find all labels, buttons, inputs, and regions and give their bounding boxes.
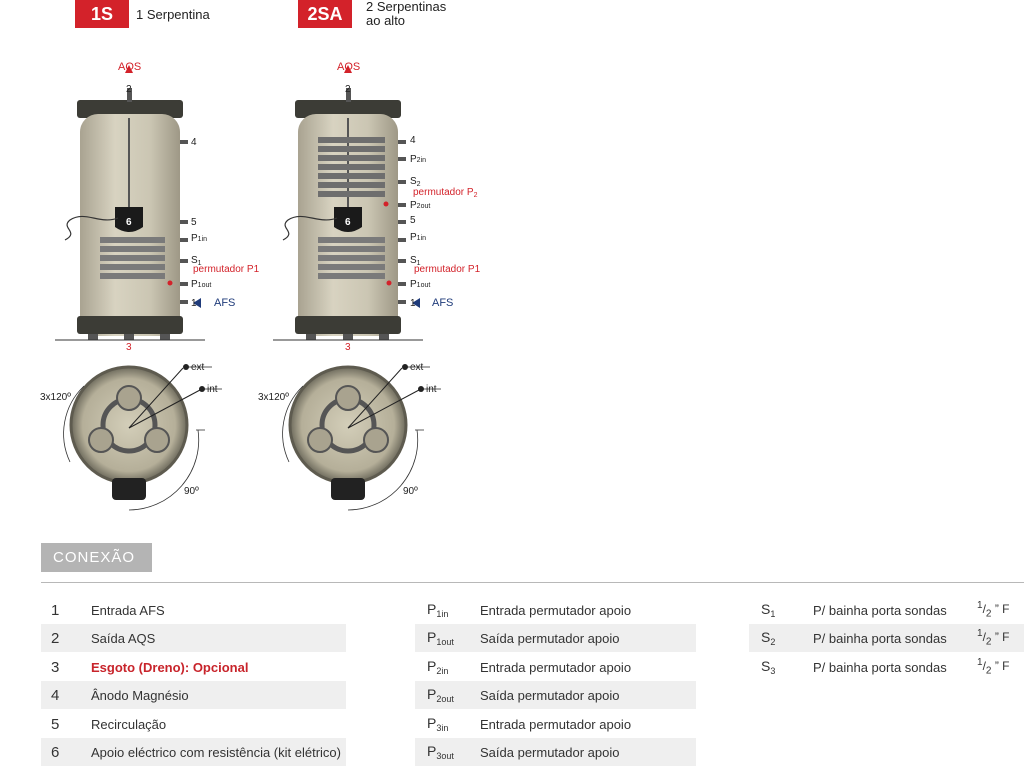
label-p2out-2sa: P2out: [410, 200, 430, 211]
row-label: Saída permutador apoio: [480, 630, 620, 646]
row-label: Saída AQS: [91, 630, 156, 646]
label-int-1s: int: [207, 384, 218, 395]
label-permutador-p1-1s: permutador P1: [193, 264, 260, 275]
table-row: S3 P/ bainha porta sondas 1/2 ” F: [749, 653, 1024, 681]
label-ext-1s: ext: [191, 362, 205, 373]
label-5-1s: 5: [191, 217, 197, 228]
row-label: Ânodo Magnésio: [91, 687, 189, 703]
row-label: Entrada permutador apoio: [480, 716, 632, 732]
label-2-2sa: 2: [345, 84, 351, 95]
row-label: P/ bainha porta sondas: [813, 602, 947, 618]
row-label: Apoio eléctrico com resistência (kit elé…: [91, 744, 341, 760]
row-number: 1: [51, 601, 60, 619]
row-label: Entrada permutador apoio: [480, 602, 632, 618]
row-code: S1: [761, 601, 776, 619]
label-aqs-2sa: AQS: [337, 61, 360, 73]
table-row: P1out Saída permutador apoio: [415, 624, 696, 652]
label-6-1s: 6: [126, 217, 132, 228]
label-int-2sa: int: [426, 384, 437, 395]
row-label: Entrada AFS: [91, 602, 165, 618]
table-row: P3out Saída permutador apoio: [415, 738, 696, 766]
row-number: 3: [51, 658, 60, 676]
row-label: Entrada permutador apoio: [480, 659, 632, 675]
topview-2sa: [282, 364, 441, 511]
label-6-2sa: 6: [345, 217, 351, 228]
label-2sa-line2: ao alto: [366, 13, 406, 28]
label-p2in-2sa: P2in: [410, 154, 426, 165]
label-p1in-2sa: P1in: [410, 232, 426, 243]
table-row: S2 P/ bainha porta sondas 1/2 ” F: [749, 624, 1024, 652]
row-label: P/ bainha porta sondas: [813, 630, 947, 646]
row-code: P1out: [427, 629, 454, 647]
row-number: 4: [51, 686, 60, 704]
table-row: 3 Esgoto (Dreno): Opcional: [41, 653, 346, 681]
label-p1out-2sa: P1out: [410, 279, 430, 290]
table-row: P2out Saída permutador apoio: [415, 681, 696, 709]
label-1s: 1 Serpentina: [136, 7, 210, 22]
row-size: 1/2 ” F: [977, 657, 1010, 677]
label-ext-2sa: ext: [410, 362, 424, 373]
label-3-2sa: 3: [345, 342, 351, 353]
row-number: 2: [51, 629, 60, 647]
topview-1s: [63, 364, 222, 511]
section-title-conexao: CONEXÃO: [41, 543, 152, 572]
label-permutador-p1-2sa: permutador P1: [414, 264, 481, 275]
badge-1s: 1S: [75, 0, 129, 28]
row-code: S2: [761, 629, 776, 647]
label-1-1s: 1: [191, 298, 197, 309]
row-label: P/ bainha porta sondas: [813, 659, 947, 675]
tank-1s: [55, 65, 205, 341]
label-3-1s: 3: [126, 342, 132, 353]
label-afs-2sa: AFS: [432, 297, 453, 309]
row-code: P2out: [427, 686, 454, 704]
table-row: 5 Recirculação: [41, 710, 346, 738]
row-size: 1/2 ” F: [977, 600, 1010, 620]
label-2sa-line1: 2 Serpentinas: [366, 0, 447, 14]
row-code: P3in: [427, 715, 449, 733]
label-4-2sa: 4: [410, 135, 416, 146]
label-s1-2sa: S1: [410, 255, 421, 267]
label-90-2sa: 90º: [403, 486, 418, 497]
table-row: P2in Entrada permutador apoio: [415, 653, 696, 681]
label-s1-1s: S1: [191, 255, 202, 267]
row-label: Saída permutador apoio: [480, 744, 620, 760]
badge-2sa: 2SA: [298, 0, 352, 28]
row-number: 5: [51, 715, 60, 733]
section-divider: [41, 582, 1024, 583]
row-label: Recirculação: [91, 716, 167, 732]
label-4-1s: 4: [191, 137, 197, 148]
row-label: Esgoto (Dreno): Opcional: [91, 659, 249, 675]
label-p1in-1s: P1in: [191, 233, 207, 244]
label-90-1s: 90º: [184, 486, 199, 497]
table-row: P3in Entrada permutador apoio: [415, 710, 696, 738]
table-row: 6 Apoio eléctrico com resistência (kit e…: [41, 738, 346, 766]
label-afs-1s: AFS: [214, 297, 235, 309]
label-permutador-p2-2sa: permutador P2: [413, 187, 478, 199]
label-angle-2sa: 3x120º: [258, 392, 289, 403]
label-2-1s: 2: [126, 84, 132, 95]
row-code: P2in: [427, 658, 449, 676]
label-s2-2sa: S2: [410, 176, 421, 188]
label-angle-1s: 3x120º: [40, 392, 71, 403]
table-row: 4 Ânodo Magnésio: [41, 681, 346, 709]
label-p1out-1s: P1out: [191, 279, 211, 290]
table-row: S1 P/ bainha porta sondas 1/2 ” F: [749, 596, 1024, 624]
row-code: S3: [761, 658, 776, 676]
row-code: P1in: [427, 601, 449, 619]
table-row: P1in Entrada permutador apoio: [415, 596, 696, 624]
tank-2sa: [273, 65, 423, 341]
label-5-2sa: 5: [410, 215, 416, 226]
row-code: P3out: [427, 743, 454, 761]
label-aqs-1s: AQS: [118, 61, 141, 73]
tank-diagrams: AQS 2 4 6 5 P1in S1 permutador P1 P1out …: [40, 61, 481, 511]
row-label: Saída permutador apoio: [480, 687, 620, 703]
row-size: 1/2 ” F: [977, 628, 1010, 648]
table-row: 2 Saída AQS: [41, 624, 346, 652]
table-row: 1 Entrada AFS: [41, 596, 346, 624]
row-number: 6: [51, 743, 60, 761]
label-1-2sa: 1: [410, 298, 416, 309]
